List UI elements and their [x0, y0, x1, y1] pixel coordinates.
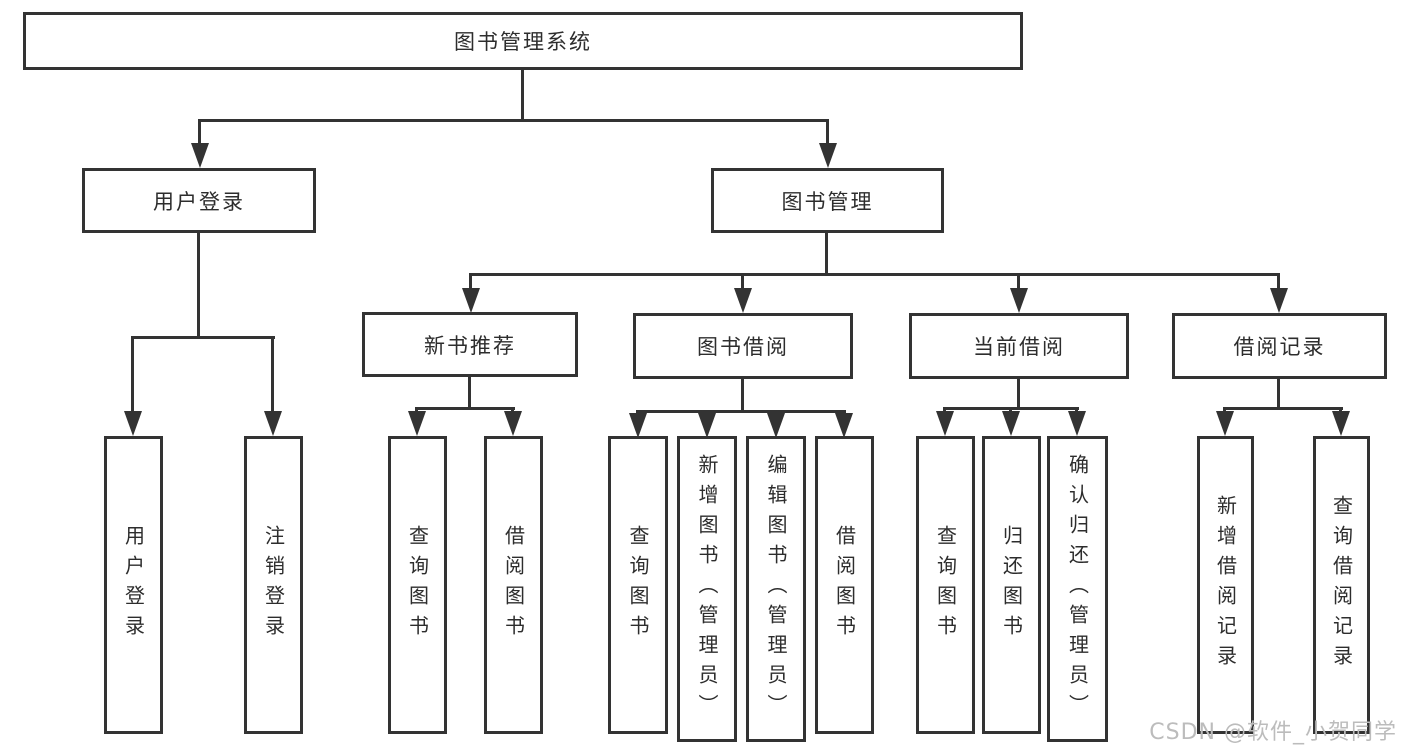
- leaf-bb-query-books-label: 查询图书: [626, 525, 650, 645]
- arrowhead-to-bb-add-books: [705, 410, 708, 413]
- arrowhead-to-nr-borrow-books: [511, 407, 514, 411]
- leaf-cb-confirm-return-admin: 确认归还（管理员）: [1047, 436, 1108, 742]
- leaf-nr-query-books-label: 查询图书: [405, 525, 430, 645]
- node-book-borrowing-label: 图书借阅: [697, 335, 789, 359]
- arrowhead-to-current-borrowing: [1017, 273, 1020, 288]
- node-borrowing-records-label: 借阅记录: [1233, 335, 1326, 359]
- connector-user-login-stem: [197, 232, 200, 336]
- connector-user-login-rail: [131, 336, 275, 339]
- leaf-user-login: 用户登录: [104, 436, 163, 734]
- arrowhead-to-leaf-logout: [271, 336, 274, 411]
- arrowhead-to-user-login: [198, 119, 201, 143]
- arrowhead-to-bb-query-books: [636, 410, 639, 413]
- connector-book-management-rail: [470, 273, 1280, 276]
- node-current-borrowing: 当前借阅: [909, 313, 1129, 379]
- connector-current-borrowing-stem: [1017, 379, 1020, 407]
- leaf-cb-return-books: 归还图书: [982, 436, 1041, 734]
- leaf-user-login-label: 用户登录: [121, 525, 146, 645]
- leaf-bb-add-books-admin-label: 新增图书（管理员）: [695, 454, 719, 724]
- node-book-management: 图书管理: [711, 168, 944, 233]
- leaf-br-add-record-label: 新增借阅记录: [1213, 495, 1238, 675]
- arrowhead-to-leaf-user-login: [131, 336, 134, 411]
- leaf-br-add-record: 新增借阅记录: [1197, 436, 1254, 734]
- arrowhead-to-bb-edit-books: [774, 410, 777, 413]
- node-new-book-recommendation: 新书推荐: [362, 312, 578, 377]
- arrowhead-to-new-book-recommendation: [469, 273, 472, 288]
- arrowhead-to-cb-return-books: [1009, 407, 1012, 411]
- arrowhead-to-borrowing-records: [1277, 273, 1280, 288]
- arrowhead-to-book-management: [826, 119, 829, 143]
- arrowhead-to-cb-confirm-return: [1075, 407, 1078, 411]
- leaf-cb-confirm-return-admin-label: 确认归还（管理员）: [1065, 454, 1090, 724]
- leaf-bb-borrow-books-label: 借阅图书: [832, 525, 857, 645]
- node-book-management-label: 图书管理: [781, 189, 874, 214]
- connector-book-borrowing-stem: [741, 379, 744, 410]
- connector-borrowing-records-rail: [1224, 407, 1343, 410]
- leaf-nr-borrow-books: 借阅图书: [484, 436, 543, 734]
- connector-borrowing-records-stem: [1277, 379, 1280, 407]
- arrowhead-to-book-borrowing: [741, 273, 744, 288]
- node-root-label: 图书管理系统: [454, 30, 592, 54]
- leaf-br-query-record: 查询借阅记录: [1313, 436, 1370, 734]
- connector-root-rail: [198, 119, 829, 122]
- connector-new-rec-rail: [416, 407, 515, 410]
- node-user-login: 用户登录: [82, 168, 316, 233]
- node-borrowing-records: 借阅记录: [1172, 313, 1387, 379]
- arrowhead-to-bb-borrow-books: [842, 410, 845, 413]
- connector-book-borrowing-rail: [636, 410, 846, 413]
- leaf-logout-label: 注销登录: [261, 525, 286, 645]
- leaf-nr-borrow-books-label: 借阅图书: [501, 525, 526, 645]
- arrowhead-to-nr-query-books: [415, 407, 418, 411]
- connector-new-rec-stem: [468, 377, 471, 407]
- leaf-bb-query-books: 查询图书: [608, 436, 668, 734]
- node-user-login-label: 用户登录: [153, 189, 245, 214]
- node-root: 图书管理系统: [23, 12, 1023, 70]
- leaf-cb-query-books-label: 查询图书: [933, 525, 958, 645]
- arrowhead-to-br-query-record: [1339, 407, 1342, 411]
- leaf-bb-borrow-books: 借阅图书: [815, 436, 874, 734]
- node-current-borrowing-label: 当前借阅: [973, 335, 1065, 359]
- connector-book-management-stem: [825, 233, 828, 273]
- leaf-bb-add-books-admin: 新增图书（管理员）: [677, 436, 737, 742]
- node-new-book-recommendation-label: 新书推荐: [424, 333, 516, 358]
- leaf-logout: 注销登录: [244, 436, 303, 734]
- connector-root-stem: [521, 70, 524, 119]
- leaf-bb-edit-books-admin: 编辑图书（管理员）: [746, 436, 806, 742]
- node-book-borrowing: 图书借阅: [633, 313, 853, 379]
- arrowhead-to-cb-query-books: [943, 407, 946, 411]
- arrowhead-to-br-add-record: [1223, 407, 1226, 411]
- csdn-watermark: CSDN @软件_小贺同学: [1149, 720, 1397, 745]
- leaf-nr-query-books: 查询图书: [388, 436, 447, 734]
- leaf-cb-return-books-label: 归还图书: [999, 525, 1024, 645]
- leaf-br-query-record-label: 查询借阅记录: [1329, 495, 1354, 675]
- leaf-cb-query-books: 查询图书: [916, 436, 975, 734]
- leaf-bb-edit-books-admin-label: 编辑图书（管理员）: [764, 454, 788, 724]
